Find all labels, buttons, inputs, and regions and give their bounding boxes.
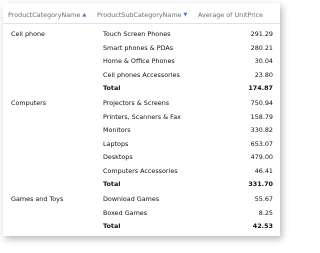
- category-cell: Computers: [11, 99, 47, 107]
- total-value: 174.87: [248, 84, 273, 92]
- column-header-subcategory[interactable]: ProductSubCategoryName▼: [97, 11, 187, 19]
- table-row: Home & Office Phones 30.04: [3, 55, 280, 68]
- table-row: Cell phone Touch Screen Phones 291.29: [3, 28, 280, 41]
- total-label: Total: [103, 84, 121, 92]
- table-row: Monitors 330.82: [3, 124, 280, 137]
- subcategory-cell: Home & Office Phones: [103, 57, 175, 65]
- total-row: Total 331.70: [3, 178, 280, 191]
- value-cell: 750.94: [250, 99, 273, 107]
- subcategory-cell: Monitors: [103, 126, 131, 134]
- column-header-subcategory-label: ProductSubCategoryName: [97, 11, 182, 19]
- table-row: Desktops 479.00: [3, 151, 280, 164]
- value-cell: 55.67: [254, 195, 273, 203]
- subcategory-cell: Touch Screen Phones: [103, 30, 171, 38]
- table-row: Games and Toys Download Games 55.67: [3, 193, 280, 206]
- matrix-table: ProductCategoryName▲ ProductSubCategoryN…: [3, 3, 280, 236]
- table-row: Cell phones Accessories 23.80: [3, 69, 280, 82]
- column-header-price[interactable]: Average of UnitPrice: [198, 11, 263, 19]
- total-label: Total: [103, 180, 121, 188]
- value-cell: 291.29: [250, 30, 273, 38]
- table-row: Smart phones & PDAs 280.21: [3, 42, 280, 55]
- value-cell: 158.79: [250, 112, 273, 121]
- total-row: Total 174.87: [3, 82, 280, 95]
- column-header-price-label: Average of UnitPrice: [198, 11, 264, 19]
- subcategory-cell: Printers, Scanners & Fax: [103, 112, 181, 121]
- value-cell: 46.41: [254, 166, 273, 175]
- subcategory-cell: Download Games: [103, 195, 160, 203]
- subcategory-cell: Projectors & Screens: [103, 99, 170, 107]
- table-header: ProductCategoryName▲ ProductSubCategoryN…: [3, 3, 280, 24]
- sort-descending-icon[interactable]: ▼: [183, 12, 188, 18]
- subcategory-cell: Boxed Games: [103, 208, 148, 217]
- value-cell: 30.04: [254, 57, 273, 65]
- total-label: Total: [103, 222, 121, 230]
- value-cell: 330.82: [250, 126, 273, 134]
- subcategory-cell: Smart phones & PDAs: [103, 43, 174, 52]
- value-cell: 23.80: [254, 70, 273, 79]
- subcategory-cell: Cell phones Accessories: [103, 70, 180, 79]
- total-value: 331.70: [248, 180, 273, 188]
- total-row: Total 42.53: [3, 220, 280, 233]
- total-value: 42.53: [252, 222, 273, 230]
- value-cell: 280.21: [250, 43, 273, 52]
- subcategory-cell: Desktops: [103, 153, 133, 161]
- value-cell: 653.07: [250, 139, 273, 148]
- subcategory-cell: Computers Accessories: [103, 166, 178, 175]
- table-row: Printers, Scanners & Fax 158.79: [3, 111, 280, 124]
- subcategory-cell: Laptops: [103, 139, 129, 148]
- sort-ascending-icon[interactable]: ▲: [82, 12, 87, 18]
- category-cell: Games and Toys: [11, 195, 64, 203]
- value-cell: 8.25: [258, 208, 273, 217]
- table-row: Boxed Games 8.25: [3, 207, 280, 220]
- column-header-category[interactable]: ProductCategoryName▲: [8, 11, 86, 19]
- table-row: Computers Accessories 46.41: [3, 165, 280, 178]
- category-cell: Cell phone: [11, 30, 45, 38]
- table-row: Computers Projectors & Screens 750.94: [3, 97, 280, 110]
- value-cell: 479.00: [250, 153, 273, 161]
- column-header-category-label: ProductCategoryName: [8, 11, 81, 19]
- table-row: Laptops 653.07: [3, 138, 280, 151]
